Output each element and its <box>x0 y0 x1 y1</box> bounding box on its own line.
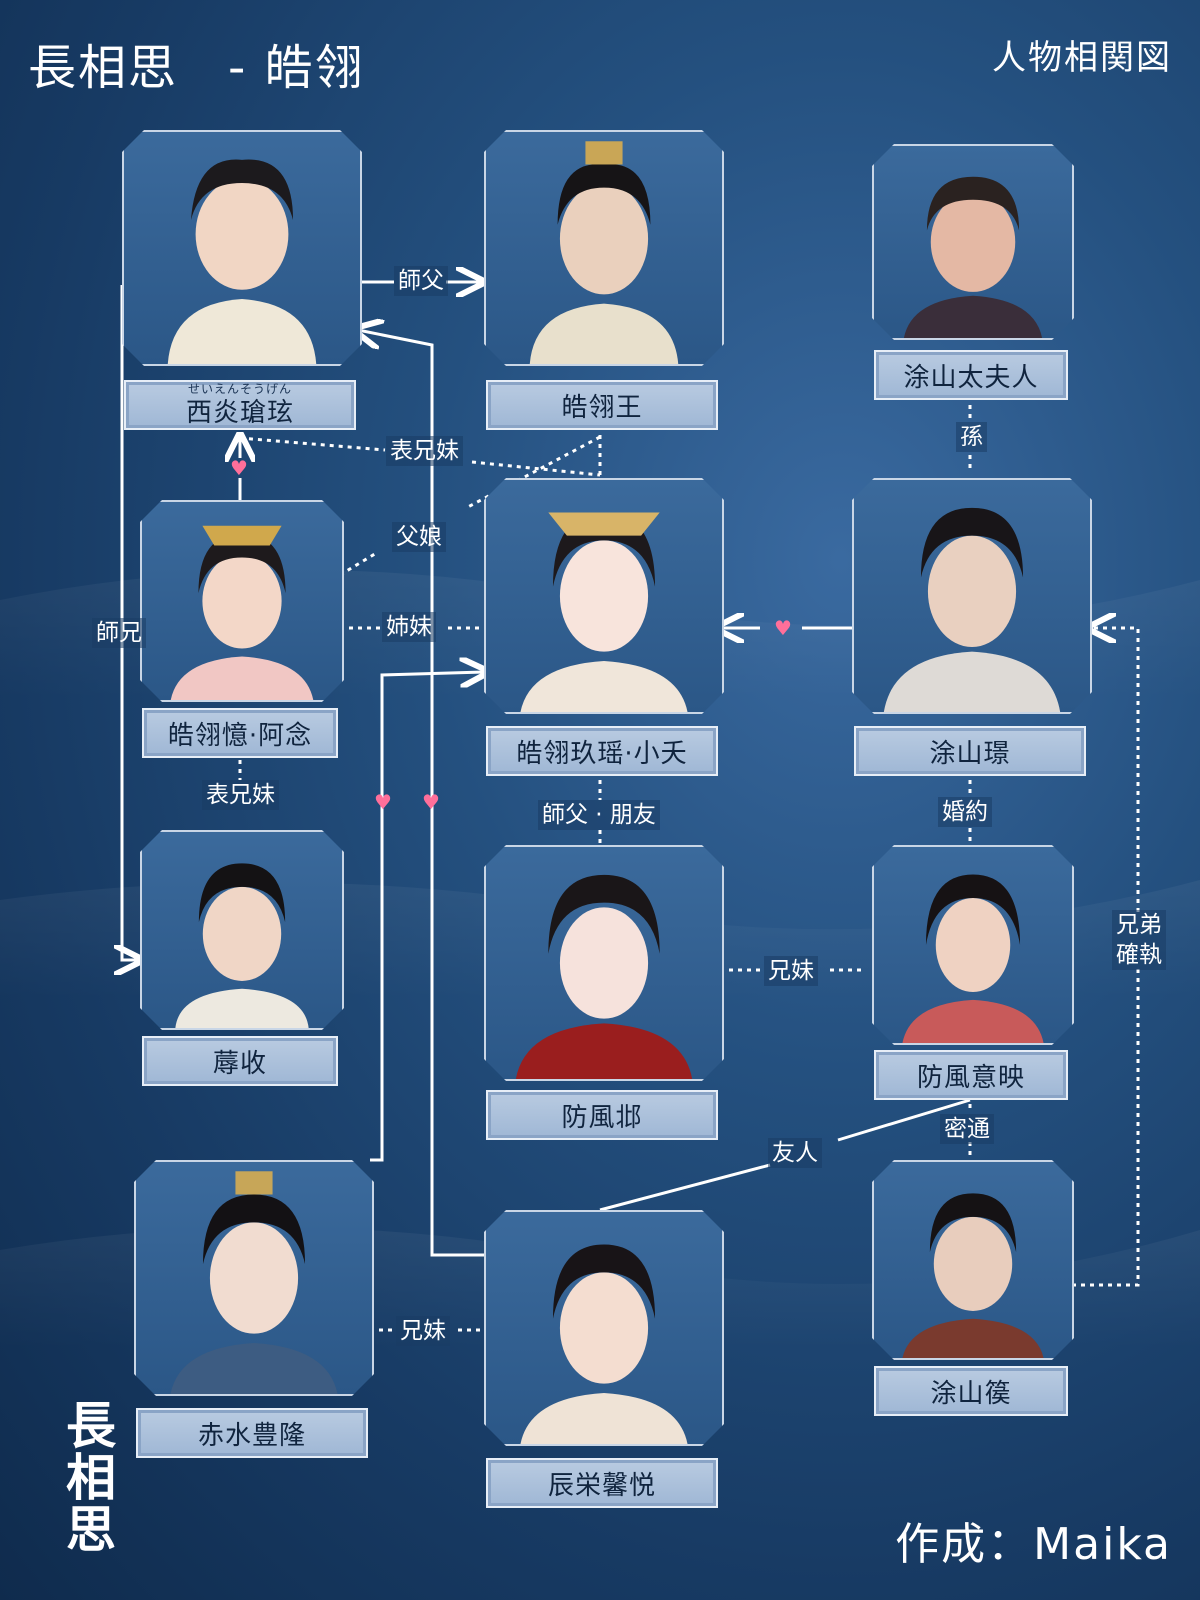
portrait-haolingwang[interactable] <box>484 130 724 366</box>
portrait-xiyan[interactable] <box>122 130 362 366</box>
portrait-tushan-taifuren[interactable] <box>872 144 1074 340</box>
person-icon <box>874 146 1072 338</box>
person-icon <box>142 832 342 1028</box>
heart-icon: ♥ <box>374 790 392 814</box>
portrait-chishuifenglong[interactable] <box>134 1160 374 1396</box>
name-label-anian: 皓翎憶·阿念 <box>142 708 338 758</box>
credit-text: 作成：Maika <box>895 1519 1172 1570</box>
logo-char: 長 <box>66 1396 116 1455</box>
portrait-fangfengyiying[interactable] <box>872 845 1074 1045</box>
relation-hunyue: 婚約 <box>938 797 992 827</box>
heart-icon: ♥ <box>774 616 792 640</box>
relation-youren: 友人 <box>768 1138 822 1168</box>
relation-shifu-pengyou: 師父 · 朋友 <box>538 800 660 830</box>
person-icon <box>142 502 342 700</box>
relation-zimei: 姉妹 <box>382 612 436 642</box>
portrait-tushanhou[interactable] <box>872 1160 1074 1360</box>
person-icon <box>486 847 722 1079</box>
name-label-xiaoyao: 皓翎玖瑶·小夭 <box>486 726 718 776</box>
name-label-fangfengbei: 防風邶 <box>486 1090 718 1140</box>
person-icon <box>874 847 1072 1043</box>
relation-xiongdi: 兄弟 確執 <box>1112 910 1166 970</box>
portrait-anian[interactable] <box>140 500 344 702</box>
name-label-chenrongxinyue: 辰栄馨悦 <box>486 1458 718 1508</box>
relation-biaoxiongmei-top: 表兄妹 <box>386 436 463 466</box>
relation-shifu: 師父 <box>394 266 448 296</box>
relation-fuqin: 父娘 <box>392 522 446 552</box>
portrait-fangfengbei[interactable] <box>484 845 724 1081</box>
drama-logo: 長 相 思 <box>46 1400 136 1556</box>
page-subtitle: 人物相関図 <box>992 38 1172 78</box>
name-label-tushan-taifuren: 涂山太夫人 <box>874 350 1068 400</box>
person-icon <box>136 1162 372 1394</box>
person-icon <box>486 480 722 712</box>
relation-shixiong: 師兄 <box>92 618 146 648</box>
heart-icon: ♥ <box>422 790 440 814</box>
portrait-xiaoyao[interactable] <box>484 478 724 714</box>
relation-biaoxiongmei-mid: 表兄妹 <box>202 780 279 810</box>
relation-xiongmei-mid: 兄妹 <box>764 956 818 986</box>
name-label-tushanjing: 涂山璟 <box>854 726 1086 776</box>
relation-mitong: 密通 <box>940 1114 994 1144</box>
relation-xiongmei-bottom: 兄妹 <box>396 1316 450 1346</box>
portrait-chenrongxinyue[interactable] <box>484 1210 724 1446</box>
relation-sun: 孫 <box>956 422 987 452</box>
logo-char: 相 <box>66 1448 116 1507</box>
heart-icon: ♥ <box>230 456 248 480</box>
name-label-haolingwang: 皓翎王 <box>486 380 718 430</box>
name-text: 西炎瑲玹 <box>185 397 294 428</box>
person-icon <box>486 132 722 364</box>
portrait-tushanjing[interactable] <box>852 478 1092 714</box>
logo-char: 思 <box>66 1500 116 1559</box>
ruby-text: せいえんそうげん <box>187 382 292 396</box>
person-icon <box>874 1162 1072 1358</box>
name-label-chishuifenglong: 赤水豊隆 <box>136 1408 368 1458</box>
person-icon <box>854 480 1090 712</box>
name-label-fangfengyiying: 防風意映 <box>874 1050 1068 1100</box>
name-label-xiyan: せいえんそうげん 西炎瑲玹 <box>124 380 356 430</box>
page-title: 長相思 - 皓翎 <box>28 40 365 96</box>
name-label-rushou: 蓐收 <box>142 1036 338 1086</box>
portrait-rushou[interactable] <box>140 830 344 1030</box>
person-icon <box>486 1212 722 1444</box>
name-label-tushanhou: 涂山篌 <box>874 1366 1068 1416</box>
person-icon <box>124 132 360 364</box>
